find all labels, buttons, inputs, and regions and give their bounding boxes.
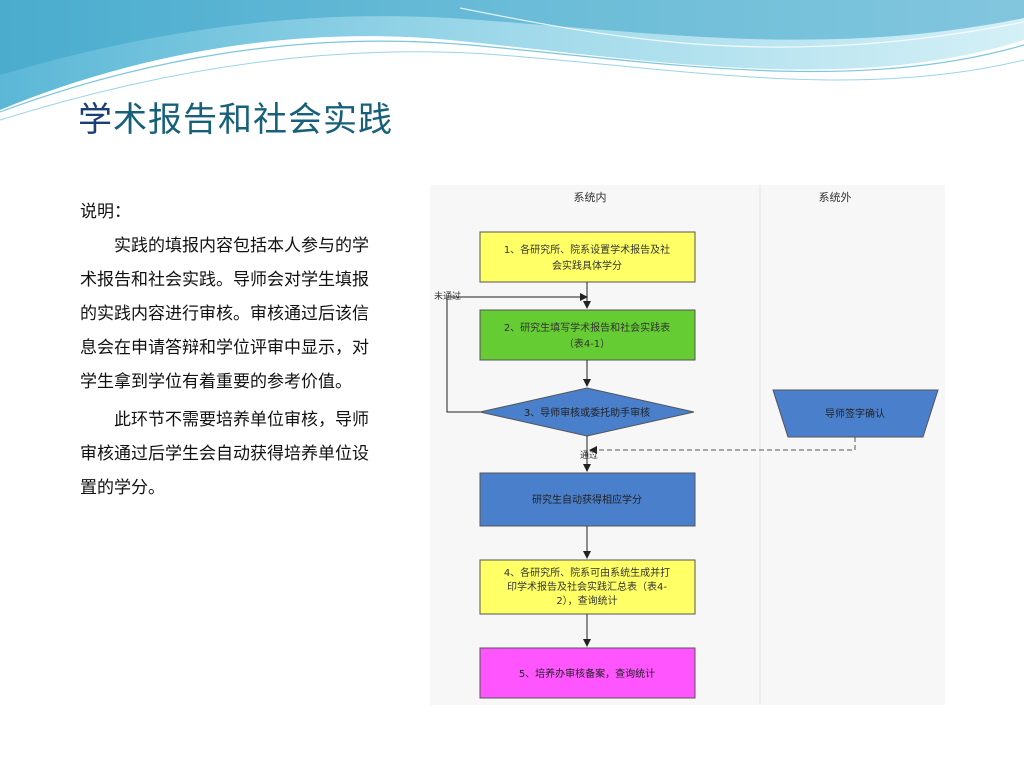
step1-text-line2: 会实践具体学分	[552, 259, 622, 272]
step4-text-line2: 印学术报告及社会实践汇总表（表4-	[507, 580, 667, 593]
step4-box	[479, 559, 696, 615]
external-text: 导师签字确认	[825, 407, 885, 420]
title-rest: 术报告和社会实践	[113, 100, 393, 140]
title-first-char: 学	[78, 100, 113, 140]
description: 说明： 实践的填报内容包括本人参与的学术报告和社会实践。导师会对学生填报的实践内…	[80, 195, 385, 505]
slide-title: 学术报告和社会实践	[78, 98, 398, 142]
description-paragraph-1: 实践的填报内容包括本人参与的学术报告和社会实践。导师会对学生填报的实践内容进行审…	[80, 236, 369, 392]
step4-text-line3: 2），查询统计	[556, 594, 617, 607]
description-heading: 说明：	[80, 202, 131, 222]
arrow-external-dashed	[589, 437, 856, 454]
step2-box	[479, 309, 696, 361]
auto-credit-text: 研究生自动获得相应学分	[532, 493, 642, 506]
external-signature-box	[772, 389, 939, 438]
description-paragraph-2: 此环节不需要培养单位审核，导师审核通过后学生会自动获得培养单位设置的学分。	[80, 410, 369, 498]
auto-credit-box	[479, 472, 696, 527]
step5-box	[479, 647, 696, 699]
not-passed-label: 未通过	[434, 290, 461, 302]
column-header-inside: 系统内	[574, 190, 607, 204]
step1-box	[479, 231, 696, 283]
step2-text-line1: 2、研究生填写学术报告和社会实践表	[504, 321, 670, 334]
step5-text: 5、培养办审核备案，查询统计	[519, 667, 655, 680]
step2-text-line2: （表4-1）	[564, 337, 610, 350]
column-header-outside: 系统外	[819, 191, 852, 204]
header-wave-decoration	[0, 0, 1024, 121]
step1-text-line1: 1、各研究所、院系设置学术报告及社	[504, 243, 670, 256]
arrow-not-passed-loop	[446, 293, 588, 413]
step3-text: 3、导师审核或委托助手审核	[524, 406, 650, 419]
passed-label: 通过	[580, 449, 598, 461]
step3-decision	[479, 387, 695, 437]
step4-text-line1: 4、各研究所、院系可由系统生成并打	[504, 566, 670, 579]
process-flowchart: 系统内 系统外 1、各研究所、院系设置学术报告及社 会实践具体学分 2、研究生填…	[430, 185, 945, 705]
